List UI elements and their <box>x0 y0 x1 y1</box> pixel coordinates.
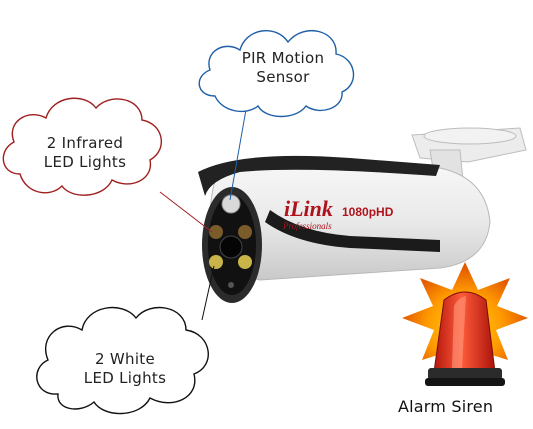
siren-label: Alarm Siren <box>398 397 494 416</box>
siren-icon <box>402 262 528 386</box>
camera-brand: iLink <box>284 196 333 221</box>
pir-connector <box>229 103 248 201</box>
white-callout: 2 White LED Lights <box>70 350 180 388</box>
white-connector <box>201 265 215 321</box>
white-callout-line1: 2 White <box>94 350 156 368</box>
pir-cloud-icon <box>198 29 355 118</box>
camera-brand-sub: Professionals <box>282 221 332 231</box>
infrared-connector <box>159 191 213 233</box>
camera-resolution: 1080pHD <box>342 205 394 219</box>
infrared-cloud-icon <box>2 97 163 196</box>
pir-callout: PIR Motion Sensor <box>228 49 338 87</box>
pir-callout-line1: PIR Motion <box>241 49 325 67</box>
white-cloud-icon <box>36 306 209 415</box>
white-callout-line2: LED Lights <box>83 369 167 387</box>
infrared-callout-line2: LED Lights <box>43 153 127 171</box>
infrared-callout: 2 Infrared LED Lights <box>30 134 140 172</box>
pir-callout-line2: Sensor <box>256 68 310 86</box>
infrared-callout-line1: 2 Infrared <box>46 134 124 152</box>
camera-body <box>198 155 491 303</box>
